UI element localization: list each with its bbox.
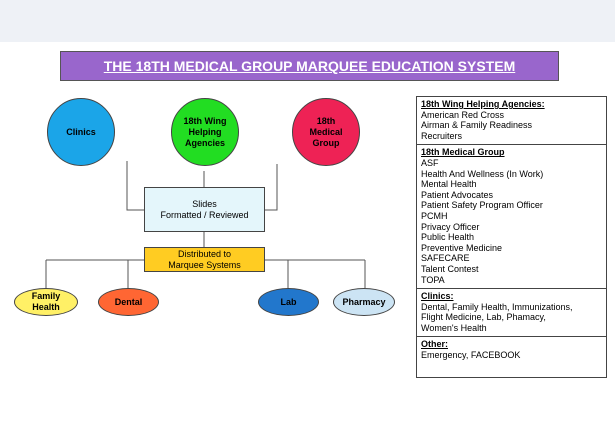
medgroup-label-line2: Medical [309, 126, 343, 137]
medical-group-item: Health And Wellness (In Work) [421, 168, 544, 179]
dental-label: Dental [114, 296, 143, 307]
clinics-header: Clinics: [421, 291, 454, 302]
connector-medgroup [265, 164, 278, 211]
medical-group-header: 18th Medical Group [421, 147, 505, 158]
medgroup-label-line3: Group [312, 137, 340, 148]
family-health-line2: Health [32, 302, 60, 312]
wing-label-line1: 18th Wing [183, 115, 227, 126]
clinics-section: Clinics: Dental, Family Health, Immuniza… [417, 289, 606, 338]
wing-label-line3: Agencies [184, 137, 225, 148]
legend-panel: 18th Wing Helping Agencies: American Red… [416, 96, 607, 378]
pharmacy-node: Pharmacy [333, 288, 395, 316]
slides-box: Slides Formatted / Reviewed [144, 187, 265, 232]
wing-agencies-item: Airman & Family Readiness [421, 120, 533, 131]
dental-node: Dental [98, 288, 159, 316]
slides-label-line2: Formatted / Reviewed [160, 209, 249, 220]
lab-node: Lab [258, 288, 319, 316]
wing-agencies-header: 18th Wing Helping Agencies: [421, 99, 545, 109]
medical-group-item: Patient Safety Program Officer [421, 200, 543, 211]
slides-label-line1: Slides [192, 198, 217, 209]
medical-group-item: Privacy Officer [421, 221, 480, 232]
top-band [0, 0, 615, 42]
medical-group-item: Mental Health [421, 179, 477, 190]
wing-agencies-circle: 18th Wing Helping Agencies [171, 98, 239, 166]
medical-group-item: ASF [421, 157, 439, 168]
connector-clinics [126, 161, 144, 211]
distributed-box: Distributed to Marquee Systems [144, 247, 265, 272]
medgroup-label-line1: 18th [316, 115, 336, 126]
other-item: Emergency, FACEBOOK [421, 350, 521, 361]
other-section: Other: Emergency, FACEBOOK [417, 337, 606, 363]
clinics-item: Dental, Family Health, Immunizations, [421, 301, 573, 312]
medical-group-item: Preventive Medicine [421, 242, 503, 253]
medical-group-item: SAFECARE [421, 253, 470, 264]
family-health-node: Family Health [14, 288, 78, 316]
medical-group-circle: 18th Medical Group [292, 98, 360, 166]
wing-label-line2: Helping [188, 126, 222, 137]
pharmacy-label: Pharmacy [342, 296, 386, 307]
clinics-item: Flight Medicine, Lab, Phamacy, [421, 312, 546, 323]
family-health-line1: Family [31, 291, 61, 301]
medical-group-section: 18th Medical Group ASF Health And Wellne… [417, 145, 606, 290]
other-header: Other: [421, 339, 448, 350]
wing-agencies-item: American Red Cross [421, 109, 505, 120]
bottom-band [0, 382, 615, 424]
diagram-title: THE 18TH MEDICAL GROUP MARQUEE EDUCATION… [60, 51, 559, 81]
clinics-label: Clinics [66, 126, 96, 137]
medical-group-item: Patient Advocates [421, 189, 494, 200]
medical-group-item: Public Health [421, 232, 475, 243]
distributed-label-line2: Marquee Systems [168, 259, 241, 270]
clinics-circle: Clinics [47, 98, 115, 166]
lab-label: Lab [280, 296, 297, 307]
medical-group-item: Talent Contest [421, 263, 479, 274]
distributed-label-line1: Distributed to [177, 248, 232, 259]
clinics-item: Women's Health [421, 322, 487, 333]
medical-group-item: TOPA [421, 274, 445, 285]
medical-group-item: PCMH [421, 210, 448, 221]
wing-agencies-item: Recruiters [421, 130, 463, 141]
wing-agencies-section: 18th Wing Helping Agencies: American Red… [417, 97, 606, 146]
